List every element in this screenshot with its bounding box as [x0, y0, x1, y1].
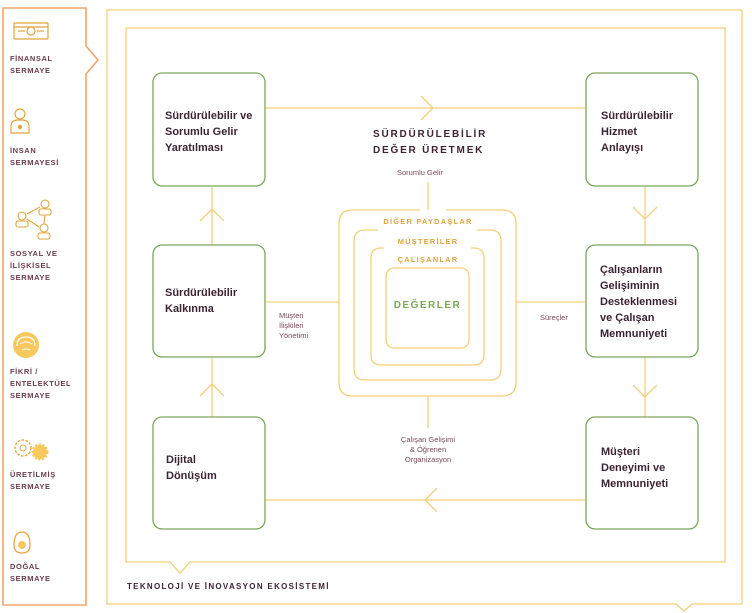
box-top-left-label: Sürdürülebilir ve Sorumlu Gelir Yaratılm…: [165, 110, 253, 154]
gears-icon: [14, 439, 49, 461]
pillar-boxes: [152, 72, 699, 530]
banknote-icon: [13, 22, 49, 40]
connector-left-label: Müşteri İlişkileri Yönetimi: [279, 311, 309, 340]
capital-human-label: İNSAN SERMAYESİ: [10, 146, 59, 167]
ring-outer-label: DİĞER PAYDAŞLAR: [383, 217, 473, 226]
connector-bottom-label: Çalışan Gelişimi & Öğrenen Organizasyon: [400, 435, 456, 464]
ecosystem-label: TEKNOLOJİ VE İNOVASYON EKOSİSTEMİ: [127, 582, 330, 591]
box-bottom-right: [585, 416, 699, 530]
box-mid-left-label: Sürdürülebilir Kalkınma: [165, 287, 238, 315]
connector-top-label: Sorumlu Gelir: [397, 168, 443, 177]
network-people-icon: [15, 199, 52, 240]
capital-social-label: SOSYAL VE İLİŞKİSEL SERMAYE: [10, 249, 58, 282]
box-mid-right-label: Çalışanların Gelişiminin Desteklenmesi v…: [600, 264, 678, 340]
box-top-right: [585, 72, 699, 187]
stakeholder-rings: [338, 209, 517, 397]
box-bottom-left: [152, 416, 266, 530]
sidebar-frame: [2, 7, 100, 606]
capital-intellectual-label: FİKRİ / ENTELEKTÜEL SERMAYE: [10, 367, 72, 400]
capital-natural-label: DOĞAL SERMAYE: [10, 562, 51, 583]
brain-icon: [13, 332, 39, 358]
center-title: SÜRDÜRÜLEBİLİR DEĞER ÜRETMEK: [373, 129, 488, 156]
capital-financial-label: FİNANSAL SERMAYE: [10, 54, 53, 75]
box-bottom-right-label: Müşteri Deneyimi ve Memnuniyeti: [601, 446, 669, 490]
box-top-right-label: Sürdürülebilir Hizmet Anlayışı: [601, 110, 674, 154]
connector-right-label: Süreçler: [540, 313, 568, 322]
ring-middle-label: MÜŞTERİLER: [397, 237, 459, 246]
capital-manufactured-label: ÜRETİLMİŞ SERMAYE: [10, 470, 56, 491]
box-mid-left: [152, 244, 266, 358]
box-bottom-left-label: Dijital Dönüşüm: [166, 454, 217, 482]
person-heart-icon: [10, 108, 30, 134]
ecosystem-inner-frame: [125, 27, 726, 574]
box-top-left: [152, 72, 266, 187]
egg-icon: [13, 531, 31, 554]
ecosystem-outer-frame: [106, 9, 743, 612]
ring-core-label: DEĞERLER: [393, 300, 462, 311]
box-mid-right: [585, 244, 699, 358]
ring-inner-label: ÇALIŞANLAR: [397, 255, 459, 264]
